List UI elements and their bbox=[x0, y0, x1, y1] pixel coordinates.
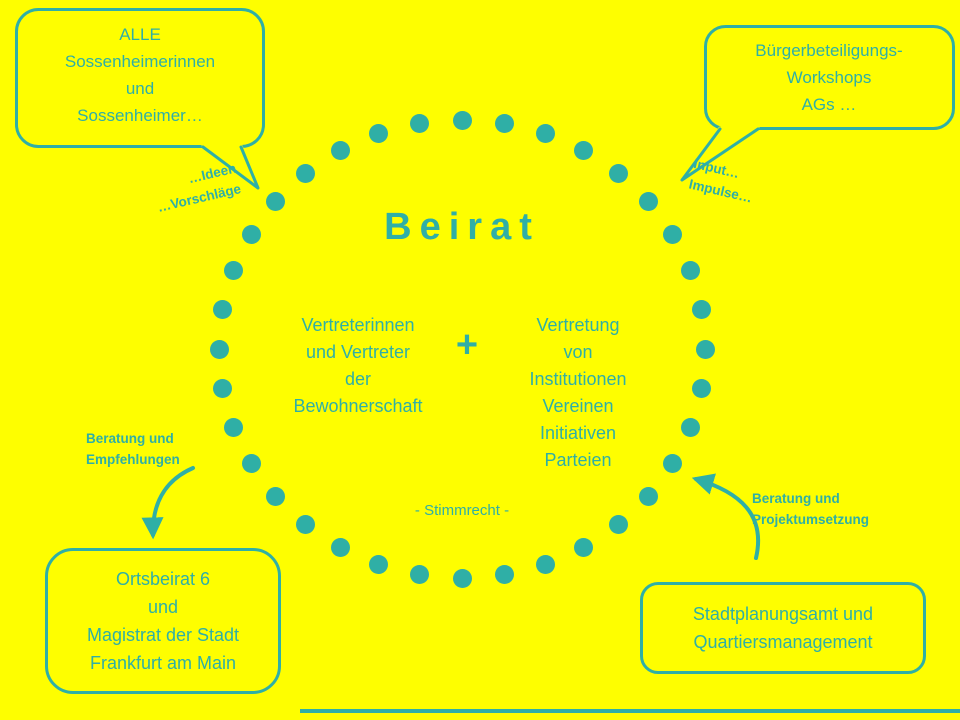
ring-dot bbox=[331, 537, 350, 557]
text-line: Ortsbeirat 6 bbox=[115, 569, 211, 589]
ring-dot bbox=[695, 339, 715, 359]
ring-dot bbox=[680, 261, 700, 281]
ring-dot bbox=[680, 417, 700, 437]
text-line: Magistrat der Stadt bbox=[86, 625, 240, 645]
ring-dot bbox=[574, 141, 593, 161]
text-line: Beratung und bbox=[752, 491, 840, 506]
text-line: Quartiersmanagement bbox=[693, 632, 873, 652]
text-line: Parteien bbox=[544, 450, 612, 470]
ring-dot bbox=[574, 537, 593, 557]
ring-dot bbox=[224, 417, 244, 437]
text-line: Workshops bbox=[786, 68, 872, 87]
ring-dot bbox=[266, 192, 286, 212]
text-line: Frankfurt am Main bbox=[89, 653, 237, 673]
ring-dot bbox=[608, 164, 628, 184]
ring-dot bbox=[242, 454, 262, 473]
ring-dot bbox=[410, 113, 430, 133]
ring-dot bbox=[296, 514, 316, 534]
text-line: Bürgerbeteiligungs- bbox=[755, 41, 903, 60]
ring-dot bbox=[662, 454, 682, 473]
text-line: AGs … bbox=[801, 95, 857, 114]
ring-dot bbox=[209, 339, 229, 359]
ring-dot bbox=[369, 554, 389, 574]
text-line: ALLE bbox=[119, 25, 161, 44]
text-line: und bbox=[125, 79, 155, 98]
arrow-to-beirat bbox=[691, 473, 761, 560]
voting-right-label: - Stimmrecht - bbox=[414, 502, 510, 519]
text-line: von bbox=[563, 342, 593, 362]
text-line: Vereinen bbox=[542, 396, 614, 416]
ring-dot bbox=[266, 486, 286, 506]
text-line: Vertreterinnen bbox=[301, 315, 415, 335]
ring-dot bbox=[369, 124, 389, 144]
plus-sign: + bbox=[455, 324, 479, 366]
text-line: Vertretung bbox=[536, 315, 620, 335]
ring-dot bbox=[608, 514, 628, 534]
ring-dot bbox=[410, 565, 430, 585]
ring-dot bbox=[224, 261, 244, 281]
ring-dot bbox=[494, 113, 514, 133]
text-line: Stadtplanungsamt und bbox=[692, 604, 874, 624]
beirat-title: Beirat bbox=[384, 206, 540, 248]
ring-dot bbox=[691, 299, 711, 319]
ring-dot bbox=[296, 164, 316, 184]
text-line: Sossenheimerinnen bbox=[64, 52, 216, 71]
ring-dot bbox=[452, 110, 472, 130]
text-line: Empfehlungen bbox=[86, 452, 180, 467]
bottom-border-line bbox=[300, 709, 960, 713]
text-line: und bbox=[147, 597, 179, 617]
ring-dot bbox=[331, 141, 350, 161]
text-line: Bewohnerschaft bbox=[293, 396, 423, 416]
ring-dot bbox=[662, 225, 682, 244]
text-line: Initiativen bbox=[539, 423, 617, 443]
speech-bubble-shape bbox=[680, 25, 955, 182]
ring-dot bbox=[638, 192, 658, 212]
ring-dot bbox=[452, 568, 472, 588]
ring-dot bbox=[242, 225, 262, 244]
text-line: Beratung und bbox=[86, 431, 174, 446]
ring-dot bbox=[213, 299, 233, 319]
ring-dot bbox=[638, 486, 658, 506]
ring-dot bbox=[494, 565, 514, 585]
text-line: Institutionen bbox=[529, 369, 627, 389]
text-line: und Vertreter bbox=[305, 342, 411, 362]
ring-dot bbox=[213, 379, 233, 399]
text-line: der bbox=[344, 369, 371, 389]
text-line: Projektumsetzung bbox=[752, 512, 870, 527]
ring-dot bbox=[535, 554, 555, 574]
speech-bubble-shape bbox=[15, 8, 265, 190]
text-line: Sossenheimer… bbox=[77, 106, 203, 125]
ring-dot bbox=[535, 124, 555, 144]
arrow-to-ortsbeirat bbox=[141, 466, 195, 540]
ring-dot bbox=[691, 379, 711, 399]
